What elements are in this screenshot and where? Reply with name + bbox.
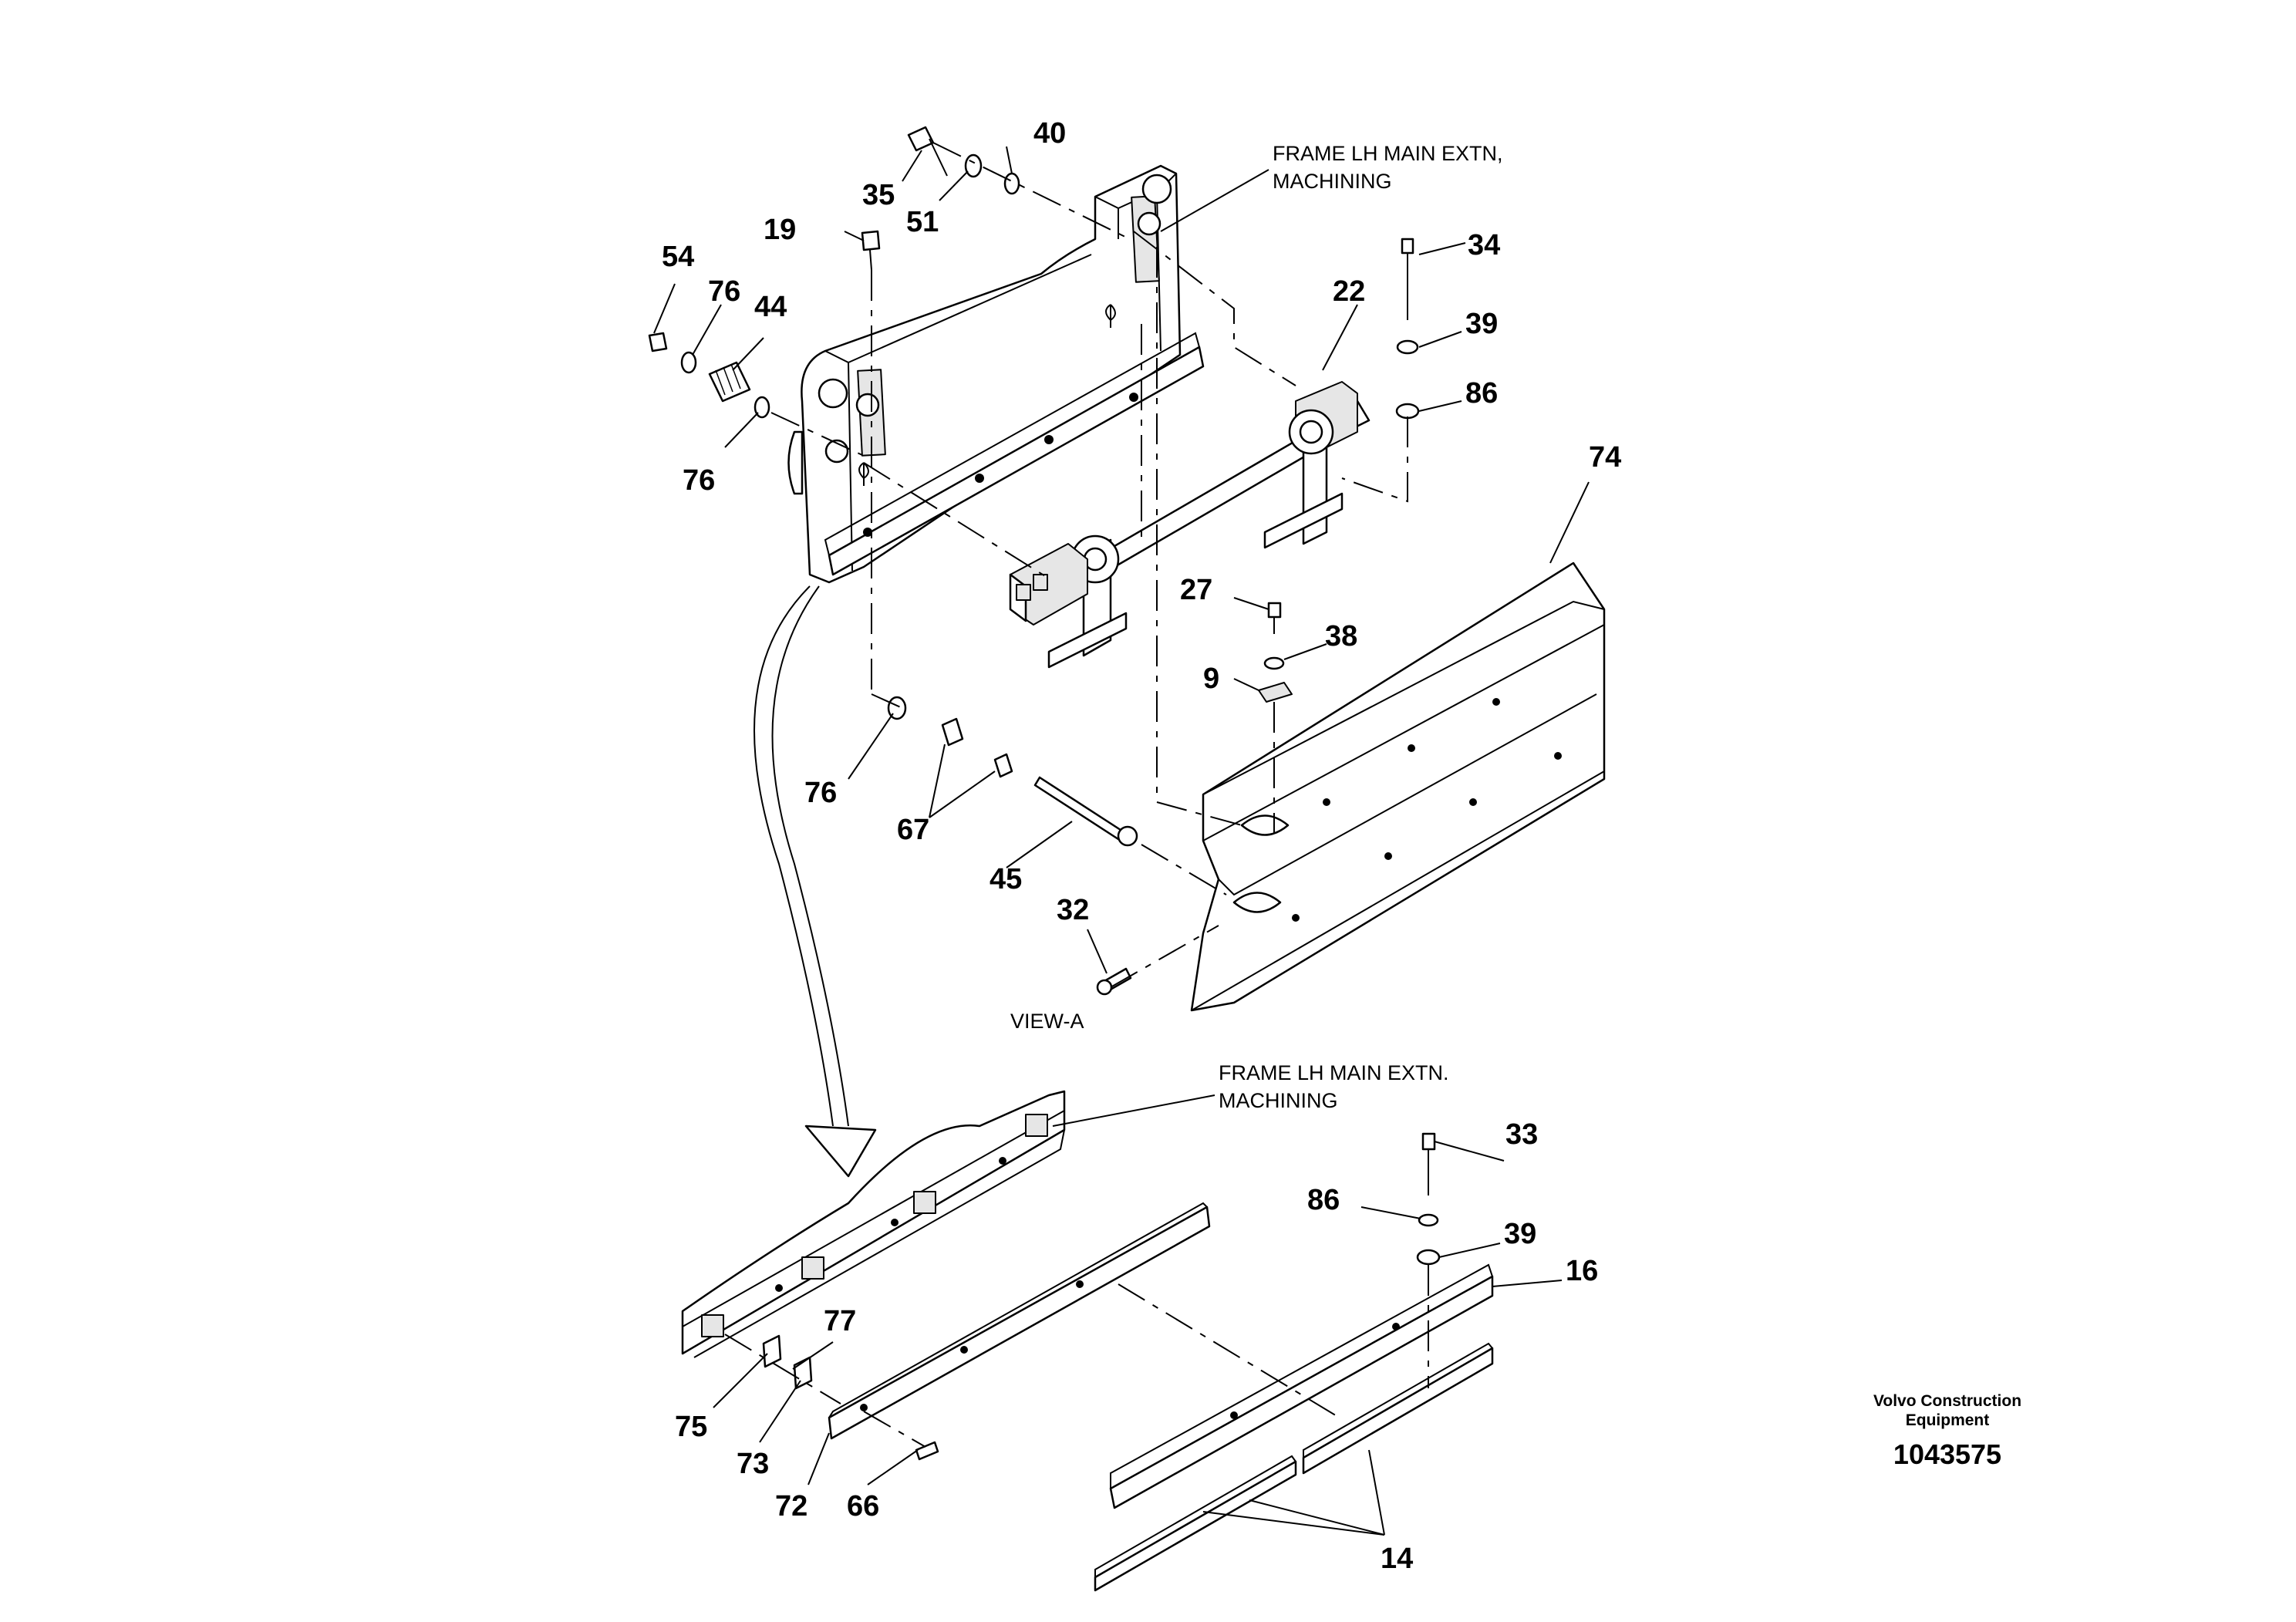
shaft-assembly bbox=[1009, 381, 1371, 669]
callout-86-top: 86 bbox=[1465, 377, 1498, 410]
callout-14: 14 bbox=[1381, 1543, 1413, 1575]
callout-77: 77 bbox=[824, 1305, 856, 1337]
callout-75: 75 bbox=[675, 1411, 707, 1443]
callout-54: 54 bbox=[662, 241, 694, 273]
callout-19: 19 bbox=[764, 214, 796, 246]
callout-66: 66 bbox=[847, 1490, 879, 1523]
callout-33: 33 bbox=[1505, 1118, 1538, 1151]
callout-76-mid: 76 bbox=[683, 464, 715, 497]
callout-32: 32 bbox=[1057, 894, 1089, 926]
view-a-assembly bbox=[681, 1090, 1494, 1592]
callout-73: 73 bbox=[737, 1448, 769, 1480]
callout-39-bottom: 39 bbox=[1504, 1218, 1536, 1250]
callout-38: 38 bbox=[1325, 620, 1357, 653]
callout-9: 9 bbox=[1203, 663, 1219, 695]
centerlines-lower bbox=[724, 1265, 1429, 1448]
caption-frame-top-line1: FRAME LH MAIN EXTN, bbox=[1273, 142, 1503, 165]
callout-72: 72 bbox=[775, 1490, 807, 1523]
callout-45: 45 bbox=[990, 863, 1022, 895]
callout-76-top: 76 bbox=[708, 275, 740, 308]
centerlines-upper bbox=[770, 142, 1408, 988]
brand-line-1: Volvo Construction bbox=[1873, 1392, 2021, 1410]
callout-86-bottom: 86 bbox=[1307, 1184, 1340, 1216]
caption-frame-bottom-line1: FRAME LH MAIN EXTN. bbox=[1219, 1061, 1449, 1084]
callout-67: 67 bbox=[897, 814, 929, 846]
callouts: 35 40 51 19 54 76 44 76 34 22 39 86 74 2… bbox=[662, 117, 1621, 1575]
callout-76-bottom: 76 bbox=[804, 777, 837, 809]
callout-44: 44 bbox=[754, 291, 787, 323]
footer: Volvo Construction Equipment 1043575 bbox=[1873, 1392, 2021, 1470]
blade bbox=[1190, 561, 1606, 1012]
callout-39-top: 39 bbox=[1465, 308, 1498, 340]
callout-40: 40 bbox=[1033, 117, 1066, 150]
hardware-upper bbox=[648, 126, 1420, 996]
callout-27: 27 bbox=[1180, 574, 1212, 606]
frame-lh-main-extension bbox=[787, 164, 1205, 584]
callout-22: 22 bbox=[1333, 275, 1365, 308]
callout-16: 16 bbox=[1566, 1255, 1598, 1287]
document-number: 1043575 bbox=[1893, 1438, 2001, 1470]
callout-74: 74 bbox=[1589, 441, 1621, 474]
callout-51: 51 bbox=[906, 206, 939, 238]
view-a-arrow bbox=[754, 585, 877, 1178]
captions: FRAME LH MAIN EXTN, MACHINING VIEW-A FRA… bbox=[1010, 142, 1503, 1112]
callout-34: 34 bbox=[1468, 229, 1500, 261]
leader-lines bbox=[653, 146, 1590, 1536]
caption-view-a: VIEW-A bbox=[1010, 1010, 1084, 1033]
brand-line-2: Equipment bbox=[1906, 1411, 1990, 1429]
caption-frame-bottom-line2: MACHINING bbox=[1219, 1089, 1338, 1112]
caption-frame-top-line2: MACHINING bbox=[1273, 170, 1392, 193]
callout-35: 35 bbox=[862, 179, 895, 211]
